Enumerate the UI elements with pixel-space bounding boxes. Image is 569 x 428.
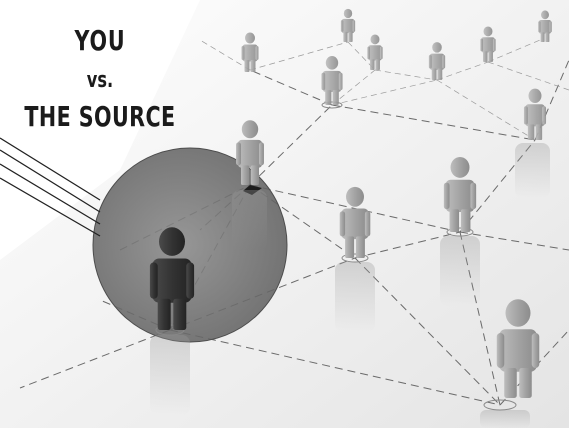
pointer-lines: [0, 137, 101, 237]
headline-line-2: vs.: [86, 68, 114, 93]
figure-reflections: [150, 143, 550, 428]
headline-line-1: YOU: [74, 24, 126, 57]
network-lines-far: [199, 39, 569, 141]
headline-line-3: THE SOURCE: [24, 100, 176, 133]
